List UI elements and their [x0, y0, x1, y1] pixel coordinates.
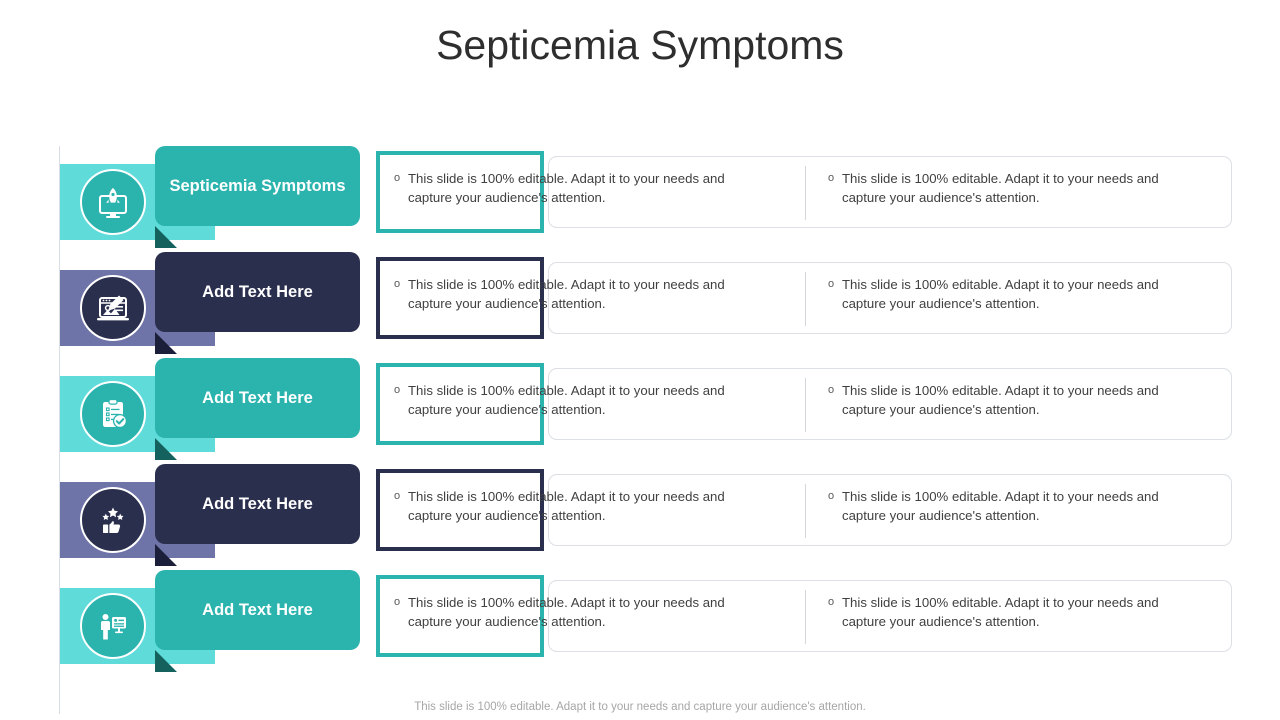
bullet-marker: o: [828, 384, 835, 396]
content-container: [548, 474, 1232, 546]
label-tail: [155, 332, 177, 354]
bullet-item: o This slide is 100% editable. Adapt it …: [394, 594, 746, 631]
row-label-text: Septicemia Symptoms: [169, 176, 346, 195]
rocket-monitor-icon: [80, 169, 146, 235]
bullet-marker: o: [394, 172, 401, 184]
row-label-text: Add Text Here: [202, 388, 313, 407]
bullet-marker: o: [828, 172, 835, 184]
content-row: Add Text Here o This slide is 100% edita…: [0, 570, 1280, 676]
bullet-item: o This slide is 100% editable. Adapt it …: [828, 382, 1200, 419]
design-browser-icon: [80, 275, 146, 341]
footer-note: This slide is 100% editable. Adapt it to…: [414, 701, 866, 713]
bullet-marker: o: [828, 490, 835, 502]
content-row: Add Text Here o This slide is 100% edita…: [0, 252, 1280, 358]
row-label-text: Add Text Here: [202, 282, 313, 301]
clipboard-check-icon: [80, 381, 146, 447]
column-divider: [805, 378, 806, 432]
row-label[interactable]: Septicemia Symptoms: [155, 146, 360, 226]
column-divider: [805, 166, 806, 220]
bullet-marker: o: [394, 384, 401, 396]
content-container: [548, 262, 1232, 334]
bullet-text: This slide is 100% editable. Adapt it to…: [408, 489, 725, 523]
row-label[interactable]: Add Text Here: [155, 570, 360, 650]
column-divider: [805, 272, 806, 326]
bullet-text: This slide is 100% editable. Adapt it to…: [408, 171, 725, 205]
bullet-text: This slide is 100% editable. Adapt it to…: [842, 171, 1159, 205]
bullet-text: This slide is 100% editable. Adapt it to…: [842, 595, 1159, 629]
bullet-text: This slide is 100% editable. Adapt it to…: [408, 595, 725, 629]
content-container: [548, 156, 1232, 228]
presenter-board-icon: [80, 593, 146, 659]
bullet-item: o This slide is 100% editable. Adapt it …: [394, 382, 746, 419]
bullet-item: o This slide is 100% editable. Adapt it …: [828, 594, 1200, 631]
label-tail: [155, 438, 177, 460]
page-title: Septicemia Symptoms: [436, 22, 844, 68]
bullet-marker: o: [394, 278, 401, 290]
row-label-text: Add Text Here: [202, 600, 313, 619]
content-container: [548, 368, 1232, 440]
row-label[interactable]: Add Text Here: [155, 464, 360, 544]
row-label[interactable]: Add Text Here: [155, 358, 360, 438]
column-divider: [805, 590, 806, 644]
bullet-marker: o: [394, 596, 401, 608]
column-divider: [805, 484, 806, 538]
row-label[interactable]: Add Text Here: [155, 252, 360, 332]
content-row: Add Text Here o This slide is 100% edita…: [0, 464, 1280, 570]
highlight-outline: [376, 575, 544, 657]
bullet-text: This slide is 100% editable. Adapt it to…: [842, 277, 1159, 311]
bullet-marker: o: [828, 596, 835, 608]
content-row: Septicemia Symptoms o This slide is 100%…: [0, 146, 1280, 252]
label-tail: [155, 226, 177, 248]
bullet-item: o This slide is 100% editable. Adapt it …: [394, 488, 746, 525]
bullet-text: This slide is 100% editable. Adapt it to…: [842, 383, 1159, 417]
highlight-outline: [376, 151, 544, 233]
highlight-outline: [376, 363, 544, 445]
left-vertical-divider: [59, 146, 60, 714]
highlight-outline: [376, 469, 544, 551]
bullet-text: This slide is 100% editable. Adapt it to…: [408, 383, 725, 417]
thumbs-up-stars-icon: [80, 487, 146, 553]
bullet-marker: o: [394, 490, 401, 502]
bullet-item: o This slide is 100% editable. Adapt it …: [828, 276, 1200, 313]
label-tail: [155, 650, 177, 672]
bullet-text: This slide is 100% editable. Adapt it to…: [842, 489, 1159, 523]
label-tail: [155, 544, 177, 566]
bullet-item: o This slide is 100% editable. Adapt it …: [828, 488, 1200, 525]
bullet-item: o This slide is 100% editable. Adapt it …: [394, 276, 746, 313]
bullet-item: o This slide is 100% editable. Adapt it …: [828, 170, 1200, 207]
bullet-text: This slide is 100% editable. Adapt it to…: [408, 277, 725, 311]
content-container: [548, 580, 1232, 652]
bullet-marker: o: [828, 278, 835, 290]
content-row: Add Text Here o This slide is 100% edita…: [0, 358, 1280, 464]
row-label-text: Add Text Here: [202, 494, 313, 513]
highlight-outline: [376, 257, 544, 339]
bullet-item: o This slide is 100% editable. Adapt it …: [394, 170, 746, 207]
